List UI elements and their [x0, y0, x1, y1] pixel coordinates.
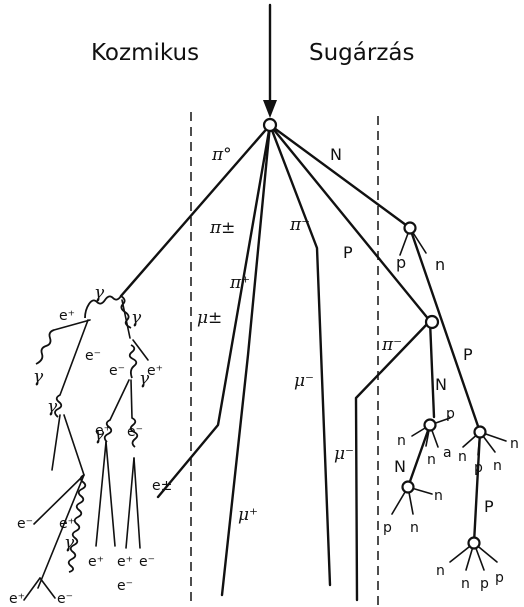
label-n-9: n: [436, 563, 445, 579]
label-p-6: p: [495, 570, 504, 586]
label-gamma-7: γ: [64, 533, 75, 553]
label-gamma-5: γ: [139, 369, 150, 389]
label-p-3: p: [474, 460, 483, 476]
label-e-minus-4: e⁻: [17, 516, 33, 532]
pi-plus-track: [220, 123, 272, 597]
label-gamma-4: γ: [47, 397, 58, 417]
label-n-10: n: [461, 576, 470, 592]
pi-minus-center-track: [268, 123, 332, 587]
label-mu-minus-2: μ⁻: [334, 444, 354, 464]
label-p-1: p: [396, 253, 406, 272]
label-e-minus-2: e⁻: [109, 363, 125, 379]
label-p-2: p: [446, 406, 455, 422]
pi0-track: [119, 123, 272, 298]
label-pi-minus-right: π⁻: [381, 335, 402, 355]
n-top-track: [268, 123, 412, 230]
label-n-top: N: [330, 145, 342, 164]
particle-labels: π° π± π⁺ π⁻ π⁻ μ± μ⁻ μ⁻ μ⁺ N P p n P N n…: [9, 145, 519, 607]
label-gamma-2: γ: [131, 308, 142, 328]
label-e-plus-6: e⁺: [117, 554, 133, 570]
label-e-minus-5: e⁻: [139, 554, 155, 570]
label-e-plus-4: e⁺: [59, 516, 75, 532]
label-p-right: P: [463, 345, 473, 364]
label-e-pm: e±: [152, 478, 172, 494]
label-p-4: p: [383, 520, 392, 536]
pi-pm-track: [156, 123, 272, 499]
label-p-mid: P: [343, 243, 353, 262]
label-pi-minus-center: π⁻: [289, 215, 310, 235]
pi-minus-right-track: [354, 319, 432, 602]
label-n-2: n: [397, 433, 406, 449]
label-p-low: P: [484, 497, 494, 516]
label-n-4: n: [458, 449, 467, 465]
label-n-low: N: [394, 457, 406, 476]
title-left: Kozmikus: [91, 40, 199, 66]
label-n-5: n: [493, 458, 502, 474]
vertex-nodes: [262, 117, 487, 550]
label-e-minus-7: e⁻: [57, 591, 73, 607]
label-gamma-3: γ: [33, 367, 44, 387]
label-pi-plus: π⁺: [229, 273, 250, 293]
label-pi-pm: π±: [209, 218, 235, 238]
label-e-plus-3: e⁺: [95, 423, 111, 439]
primary-vertex: [262, 117, 278, 133]
label-pi0: π°: [211, 145, 232, 165]
label-e-minus-6: e⁻: [117, 578, 133, 594]
label-gamma-1: γ: [94, 283, 105, 303]
label-e-plus-7: e⁺: [9, 591, 25, 607]
hadron-cascade: [391, 226, 507, 571]
label-mu-minus-1: μ⁻: [294, 371, 314, 391]
label-n-6: n: [510, 436, 519, 452]
label-e-minus-3: e⁻: [127, 424, 143, 440]
gamma-photons: [35, 295, 139, 573]
label-e-plus-2: e⁺: [147, 363, 163, 379]
label-n-11: p: [480, 576, 489, 592]
label-n-8: n: [434, 488, 443, 504]
em-shower-tracks: [23, 299, 149, 601]
label-n-3: n: [427, 452, 436, 468]
label-mu-plus: μ⁺: [238, 505, 258, 525]
label-a-1: a: [443, 445, 452, 461]
label-gamma-6: γ: [94, 425, 105, 445]
primary-tracks: [119, 123, 436, 602]
label-n-1: n: [435, 255, 445, 274]
arrow-head-icon: [263, 100, 277, 118]
title-right: Sugárzás: [309, 40, 414, 66]
label-n-7: n: [410, 520, 419, 536]
label-e-minus-1: e⁻: [85, 348, 101, 364]
label-mu-pm: μ±: [197, 308, 222, 328]
label-n-mid: N: [435, 375, 447, 394]
label-e-plus-5: e⁺: [88, 554, 104, 570]
label-e-plus-1: e⁺: [59, 308, 75, 324]
